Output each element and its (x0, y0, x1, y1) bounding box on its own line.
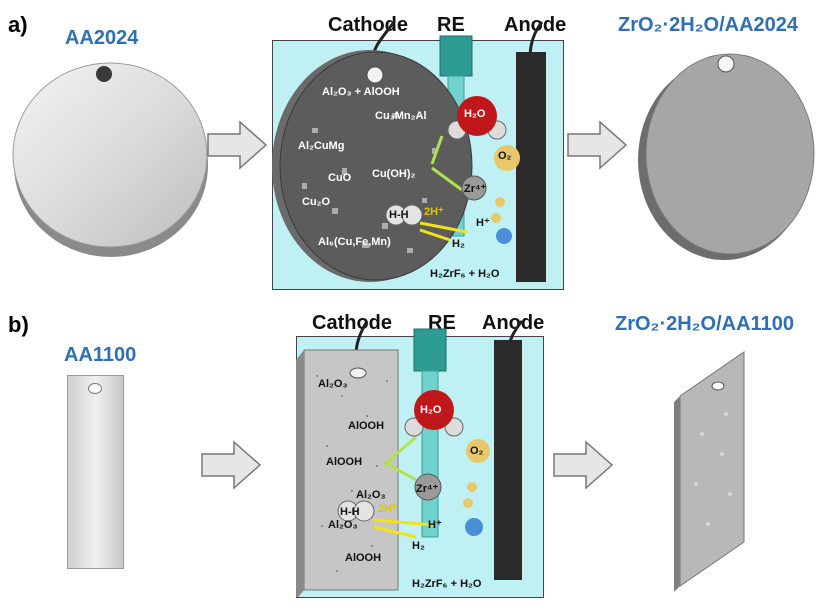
phase-label-a-2: Al₂CuMg (298, 140, 345, 152)
phase-label-a-3: CuO (328, 172, 352, 184)
species-hplus-b: H⁺ (428, 519, 442, 531)
species-zr-b: Zr⁴⁺ (416, 483, 439, 495)
cathode-slab-b (303, 349, 399, 591)
re-label-a: RE (437, 14, 465, 36)
process-arrow-b2 (553, 440, 614, 490)
species-h2o-a: H₂O (464, 108, 486, 120)
panel-b-label: b) (8, 312, 29, 337)
anode-rod-b (494, 340, 522, 580)
species-hh-b: H-H (340, 506, 360, 518)
species-o2-b: O₂ (470, 445, 484, 457)
o2-bubble-b (466, 439, 490, 463)
cathode-label-b: Cathode (312, 312, 392, 334)
species-o2-a: O₂ (498, 150, 512, 162)
cell-a-drawing (272, 21, 546, 282)
coated-strip-aa1100 (674, 351, 745, 592)
zr-ion-a (461, 175, 487, 201)
electrolyte-label-a: H₂ZrF₆ + H₂O (430, 268, 500, 280)
aa2024-disc (12, 62, 208, 257)
species-hplus-a: H⁺ (476, 217, 490, 229)
electrolyte-label-b: H₂ZrF₆ + H₂O (412, 578, 482, 590)
species-2h-b: 2H⁺ (378, 503, 398, 515)
anode-label-b: Anode (482, 312, 545, 334)
re-cap-a (439, 35, 473, 77)
process-arrow-a1 (207, 120, 268, 170)
species-h2-b: H₂ (412, 540, 425, 552)
phase-label-a-5: Cu₂O (302, 196, 331, 208)
coated-disc-aa2024 (638, 53, 815, 260)
process-arrow-a2 (567, 120, 628, 170)
phase-label-b-1: AlOOH (348, 420, 385, 432)
panel-b-right-title: ZrO₂·2H₂O/AA1100 (615, 313, 794, 335)
strip-hole (88, 383, 102, 394)
o2-bubble-a (494, 145, 520, 171)
phase-label-b-0: Al₂O₃ (318, 378, 348, 390)
species-h2o-b: H₂O (420, 404, 442, 416)
phase-label-b-2: AlOOH (326, 456, 363, 468)
process-arrow-b1 (201, 440, 262, 490)
disc-hole (96, 66, 112, 82)
phase-label-a-1: Cu₃Mn₂Al (375, 110, 427, 122)
panel-b-left-title: AA1100 (64, 344, 137, 366)
phase-label-b-4: Al₂O₃ (328, 519, 358, 531)
species-zr-a: Zr⁴⁺ (464, 183, 487, 195)
phase-label-b-5: AlOOH (345, 552, 382, 564)
panel-a-label: a) (8, 12, 28, 37)
h2o-molecule-b (414, 390, 454, 430)
phase-label-a-4: Cu(OH)₂ (372, 168, 416, 180)
phase-label-b-3: Al₂O₃ (356, 489, 386, 501)
re-cap-b (413, 328, 447, 372)
species-h2-a: H₂ (452, 238, 465, 250)
panel-a-left-title: AA2024 (65, 27, 139, 49)
species-2h-a: 2H⁺ (424, 206, 444, 218)
species-hh-a: H-H (389, 209, 409, 221)
panel-a-right-title: ZrO₂·2H₂O/AA2024 (618, 14, 799, 36)
aa1100-strip (67, 375, 124, 569)
anode-label-a: Anode (504, 14, 567, 36)
phase-label-a-6: Al₆(Cu,Fe,Mn) (318, 236, 391, 248)
cell-b-drawing (296, 320, 524, 597)
zr-ion-b (414, 473, 442, 501)
anode-rod-a (516, 52, 546, 282)
h2o-molecule-a (457, 96, 497, 136)
phase-label-a-0: Al₂O₃ + AlOOH (322, 86, 400, 98)
